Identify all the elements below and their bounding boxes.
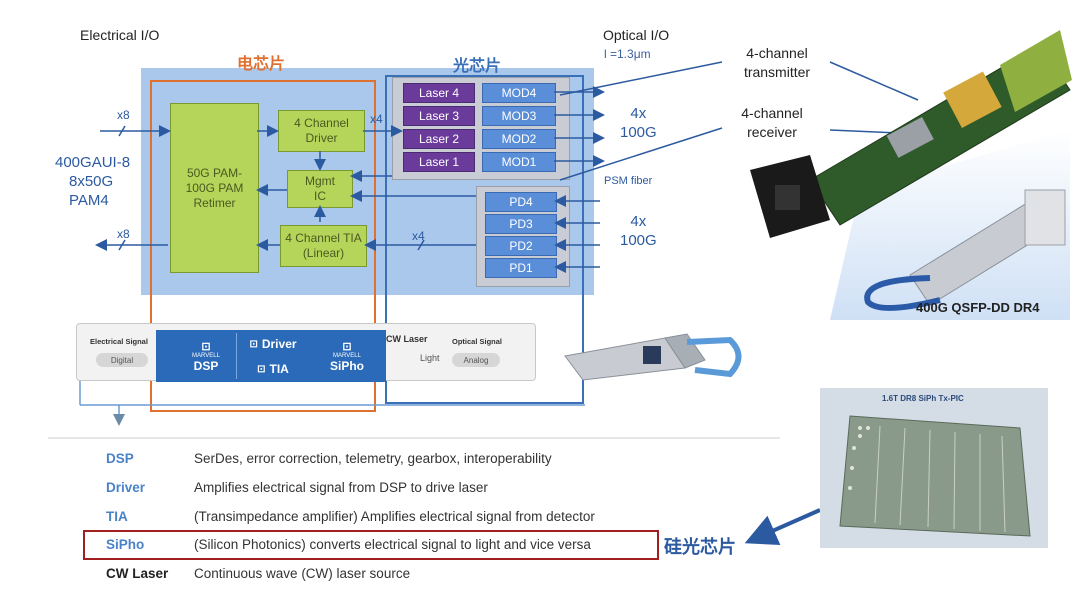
mod-4: MOD4	[482, 83, 556, 103]
digital-badge: Digital	[96, 353, 148, 367]
legend-desc-cw-laser: Continuous wave (CW) laser source	[194, 566, 411, 581]
sipho-chip-cn-label: 硅光芯片	[664, 537, 736, 557]
x4-driver-label: x4	[370, 112, 383, 126]
rx-rate-label: 4x 100G	[620, 213, 657, 249]
rx-callout: 4-channel receiver	[741, 105, 803, 140]
optical-signal-label: Optical Signal	[452, 337, 503, 346]
laser-3: Laser 3	[403, 106, 475, 126]
tia-chip: ⊡TIA	[240, 359, 306, 379]
pd-3: PD3	[485, 214, 557, 234]
laser-2: Laser 2	[403, 129, 475, 149]
pic-die-image	[839, 415, 1031, 537]
sipho-chip: ⊡ MARVELL SiPho	[314, 333, 380, 379]
optical-chip-label: 光芯片	[453, 58, 502, 75]
wavelength-label: l =1.3μm	[604, 47, 651, 61]
tx-callout: 4-channel transmitter	[743, 45, 811, 80]
x8-output-label: x8	[117, 227, 130, 241]
mod-2: MOD2	[482, 129, 556, 149]
pd-2: PD2	[485, 236, 557, 256]
driver-chip: ⊡Driver	[240, 333, 306, 355]
optical-chip-frame	[385, 75, 584, 404]
mod-1: MOD1	[482, 152, 556, 172]
laser-1: Laser 1	[403, 152, 475, 172]
legend-key-sipho: SiPho	[106, 537, 145, 552]
gaui-label: 400GAUI-8 8x50G PAM4	[55, 154, 131, 209]
pic-title: 1.6T DR8 SiPh Tx-PIC	[882, 394, 964, 403]
legend-desc-dsp: SerDes, error correction, telemetry, gea…	[194, 451, 552, 466]
legend-desc-tia: (Transimpedance amplifier) Amplifies ele…	[194, 509, 595, 524]
tx-rate-label: 4x 100G	[620, 105, 657, 141]
pd-4: PD4	[485, 192, 557, 212]
electrical-io-title: Electrical I/O	[80, 27, 160, 43]
legend-key-driver: Driver	[106, 480, 146, 495]
electrical-signal-label: Electrical Signal	[90, 337, 148, 346]
sipho-highlight-box	[83, 530, 659, 560]
laser-4: Laser 4	[403, 83, 475, 103]
tia-block: 4 Channel TIA (Linear)	[280, 225, 367, 267]
retimer-block: 50G PAM-100G PAM Retimer	[170, 103, 259, 273]
cw-laser-label: CW Laser	[386, 334, 428, 344]
mod-3: MOD3	[482, 106, 556, 126]
legend-key-cw-laser: CW Laser	[106, 566, 169, 581]
qsfp-module-image	[564, 333, 742, 381]
dsp-chip: ⊡ MARVELL DSP	[176, 333, 237, 379]
legend-desc-sipho: (Silicon Photonics) converts electrical …	[194, 537, 591, 552]
product-name: 400G QSFP-DD DR4	[916, 300, 1040, 315]
light-label: Light	[420, 353, 440, 363]
legend-key-tia: TIA	[106, 509, 128, 524]
optical-io-title: Optical I/O	[603, 27, 670, 43]
mgmt-ic-block: Mgmt IC	[287, 170, 353, 208]
legend-desc-driver: Amplifies electrical signal from DSP to …	[194, 480, 488, 495]
psm-fiber-label: PSM fiber	[604, 175, 653, 187]
x4-tia-label: x4	[412, 229, 425, 243]
analog-badge: Analog	[452, 353, 500, 367]
electrical-chip-label: 电芯片	[237, 56, 286, 73]
legend-key-dsp: DSP	[106, 451, 134, 466]
transceiver-photo	[750, 30, 1072, 320]
driver-block: 4 Channel Driver	[278, 110, 365, 152]
x8-input-label: x8	[117, 108, 130, 122]
